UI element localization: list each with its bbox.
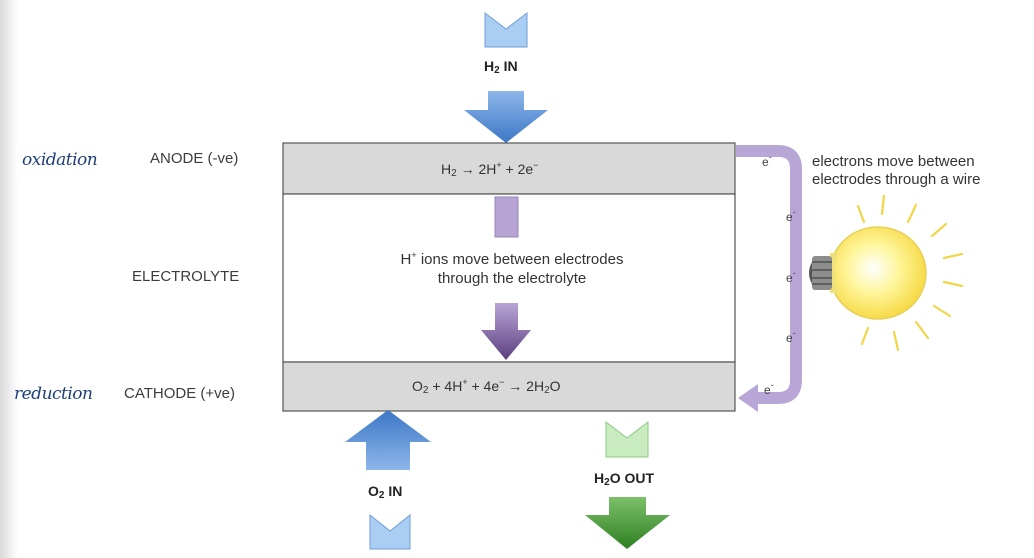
electron-label: e- bbox=[764, 380, 774, 397]
proton-migration-text: H+ ions move between electrodes through … bbox=[400, 250, 624, 287]
h2-in-chevron bbox=[484, 11, 528, 48]
h2o-out-arrow bbox=[585, 497, 670, 549]
light-bulb bbox=[809, 194, 964, 352]
h2o-out-chevron bbox=[605, 420, 649, 458]
reduction-note: reduction bbox=[14, 384, 93, 404]
proton-arrow bbox=[481, 303, 531, 360]
electron-wire bbox=[736, 145, 802, 404]
oxidation-note: oxidation bbox=[22, 150, 98, 170]
h2-in-label: H2 IN bbox=[484, 58, 518, 76]
left-edge-shadow bbox=[0, 0, 18, 558]
electrolyte-label: ELECTROLYTE bbox=[132, 268, 240, 285]
cathode-label: CATHODE (+ve) bbox=[124, 385, 235, 402]
anode-plate bbox=[282, 142, 736, 195]
electron-label: e- bbox=[762, 152, 772, 169]
electron-label: e- bbox=[786, 328, 796, 345]
o2-in-arrow bbox=[345, 410, 431, 470]
proton-shaft bbox=[494, 196, 519, 238]
anode-label: ANODE (-ve) bbox=[150, 150, 239, 167]
anode-equation: H2 → 2H+ + 2e− bbox=[441, 160, 539, 179]
o2-in-label: O2 IN bbox=[368, 483, 403, 501]
wire-note: electrons move between electrodes throug… bbox=[812, 153, 981, 188]
electron-label: e- bbox=[786, 207, 796, 224]
electron-wire-arrowhead bbox=[738, 384, 758, 412]
electron-label: e- bbox=[786, 268, 796, 285]
h2o-out-label: H2O OUT bbox=[594, 470, 655, 488]
cathode-equation: O2 + 4H+ + 4e− → 2H2O bbox=[412, 377, 561, 396]
o2-in-chevron bbox=[369, 513, 411, 550]
cathode-plate bbox=[282, 361, 736, 412]
h2-in-arrow bbox=[464, 91, 548, 143]
